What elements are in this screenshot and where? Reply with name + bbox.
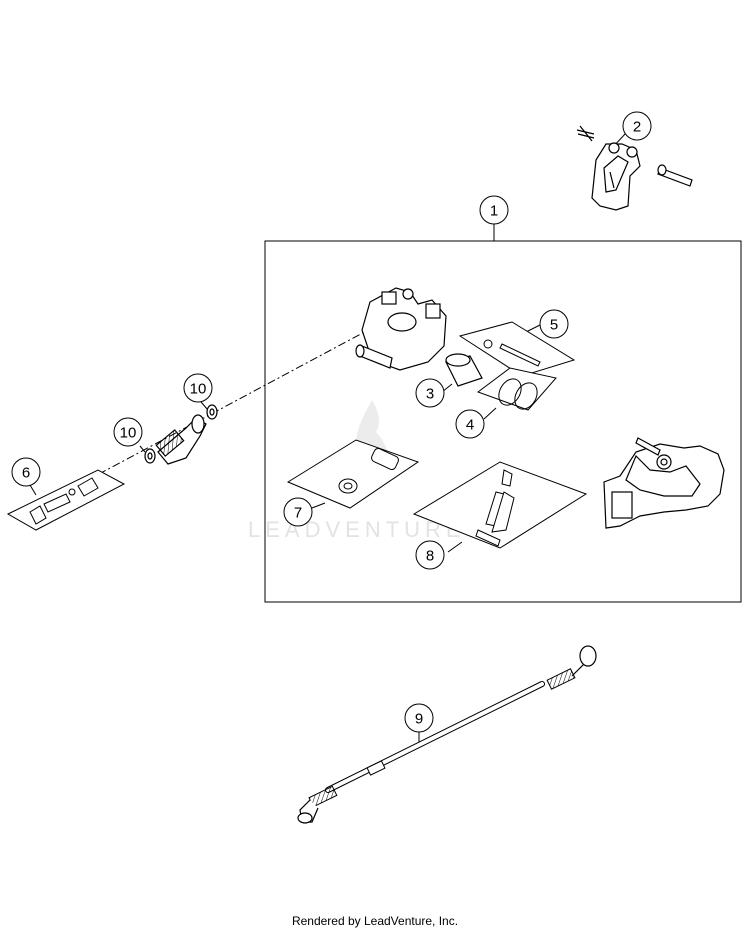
callout-label: 3 xyxy=(426,386,434,403)
leader-8 xyxy=(447,541,463,553)
callout-9[interactable]: 9 xyxy=(404,703,434,733)
part-10-washer-b-hole xyxy=(209,408,215,416)
part-9-braid-upper xyxy=(546,668,576,690)
callout-label: 8 xyxy=(426,548,434,565)
callout-label: 9 xyxy=(415,711,423,728)
callout-circle xyxy=(455,409,485,439)
part-8-pad-2 xyxy=(491,491,515,533)
callout-circle xyxy=(404,703,434,733)
part-8-clip xyxy=(475,529,501,547)
part-9-banjo-upper-eye xyxy=(579,645,597,667)
part-6-ring xyxy=(68,488,76,496)
callout-label: 1 xyxy=(490,203,498,220)
render-credit: Rendered by LeadVenture, Inc. xyxy=(291,914,459,928)
caliper-body xyxy=(355,287,447,371)
callout-10b[interactable]: 10 xyxy=(183,373,213,403)
callout-7[interactable]: 7 xyxy=(283,497,313,527)
part-2-eye-right xyxy=(626,146,638,158)
callout-label: 5 xyxy=(550,317,558,334)
callout-circle xyxy=(415,378,445,408)
callout-label: 10 xyxy=(120,425,137,442)
assembly-frame xyxy=(264,240,742,603)
part-7-bushing-2-hole xyxy=(343,482,353,490)
part-10-washer-a-hole xyxy=(147,452,153,460)
part-4-seal-2 xyxy=(514,382,538,410)
callout-8[interactable]: 8 xyxy=(415,540,445,570)
part-6-bleeder-kit xyxy=(6,469,126,531)
part-7-tray xyxy=(286,439,420,509)
callout-circle xyxy=(622,111,652,141)
watermark-text: LEADVENTURE xyxy=(248,517,466,542)
leader-10b xyxy=(200,401,209,411)
part-3-piston xyxy=(445,353,483,387)
callout-label: 10 xyxy=(190,381,207,398)
part-8-pad-kit xyxy=(412,461,588,549)
part-4-seal-kit xyxy=(476,367,557,411)
part-2-bracket-detail xyxy=(603,155,629,193)
callout-2[interactable]: 2 xyxy=(622,111,652,141)
part-6-nut xyxy=(77,477,99,497)
part-7-bushing-kit xyxy=(286,439,420,509)
leader-10a xyxy=(139,445,146,453)
part-5-pin xyxy=(499,343,541,367)
callout-label: 7 xyxy=(294,505,302,522)
callout-circle xyxy=(11,457,41,487)
leader-4 xyxy=(483,407,497,420)
part-5-pin-kit xyxy=(458,321,576,377)
carrier-arm xyxy=(625,454,701,497)
part-3-piston-top xyxy=(445,353,471,367)
part-2-small-clip xyxy=(576,125,595,142)
part-4-seal-1 xyxy=(498,378,522,406)
caliper-carrier xyxy=(603,437,725,529)
part-5-clip xyxy=(483,339,493,349)
leader-6 xyxy=(29,484,37,496)
callout-5[interactable]: 5 xyxy=(539,309,569,339)
part-6-screw xyxy=(43,493,71,513)
part-5-tray xyxy=(458,321,576,377)
part-2-pin-head xyxy=(657,164,667,176)
callout-label: 2 xyxy=(633,119,641,136)
part-9-sleeve xyxy=(366,760,386,776)
part-2-bracket-assembly xyxy=(576,125,693,211)
banjo-eye xyxy=(191,414,205,434)
part-9-banjo-lower-eye xyxy=(297,812,313,824)
leader-5 xyxy=(525,324,541,333)
part-2-eye-top xyxy=(608,142,620,154)
carrier-slot xyxy=(611,491,633,519)
part-2-bracket xyxy=(591,143,641,211)
carrier-stud xyxy=(635,437,661,456)
callout-label: 4 xyxy=(466,417,474,434)
callout-6[interactable]: 6 xyxy=(11,457,41,487)
callout-4[interactable]: 4 xyxy=(455,409,485,439)
caliper-bleeder-end xyxy=(355,344,365,358)
part-7-bushing-1 xyxy=(371,447,399,471)
part-6-cap xyxy=(29,505,47,525)
caliper-bolt xyxy=(402,288,414,300)
callout-circle xyxy=(479,195,509,225)
banjo-fitting-group xyxy=(144,404,218,465)
callout-circle xyxy=(283,497,313,527)
part-9-brake-hose xyxy=(297,645,597,824)
caliper-mount-right xyxy=(425,303,441,319)
carrier-pivot-hole xyxy=(660,458,668,466)
part-9-hose-inner xyxy=(326,682,544,792)
leader-7 xyxy=(311,502,326,509)
banjo-braid xyxy=(155,429,185,457)
callout-3[interactable]: 3 xyxy=(415,378,445,408)
callout-label: 6 xyxy=(22,465,30,482)
callout-1[interactable]: 1 xyxy=(479,195,509,225)
part-4-tray xyxy=(476,367,557,411)
callout-circle xyxy=(415,540,445,570)
callout-circle xyxy=(183,373,213,403)
callout-circle xyxy=(539,309,569,339)
caliper-mount-top xyxy=(381,291,397,305)
callout-circle xyxy=(113,417,143,447)
part-8-spring xyxy=(501,469,513,487)
caliper-piston-bore xyxy=(387,312,417,332)
callout-10a[interactable]: 10 xyxy=(113,417,143,447)
